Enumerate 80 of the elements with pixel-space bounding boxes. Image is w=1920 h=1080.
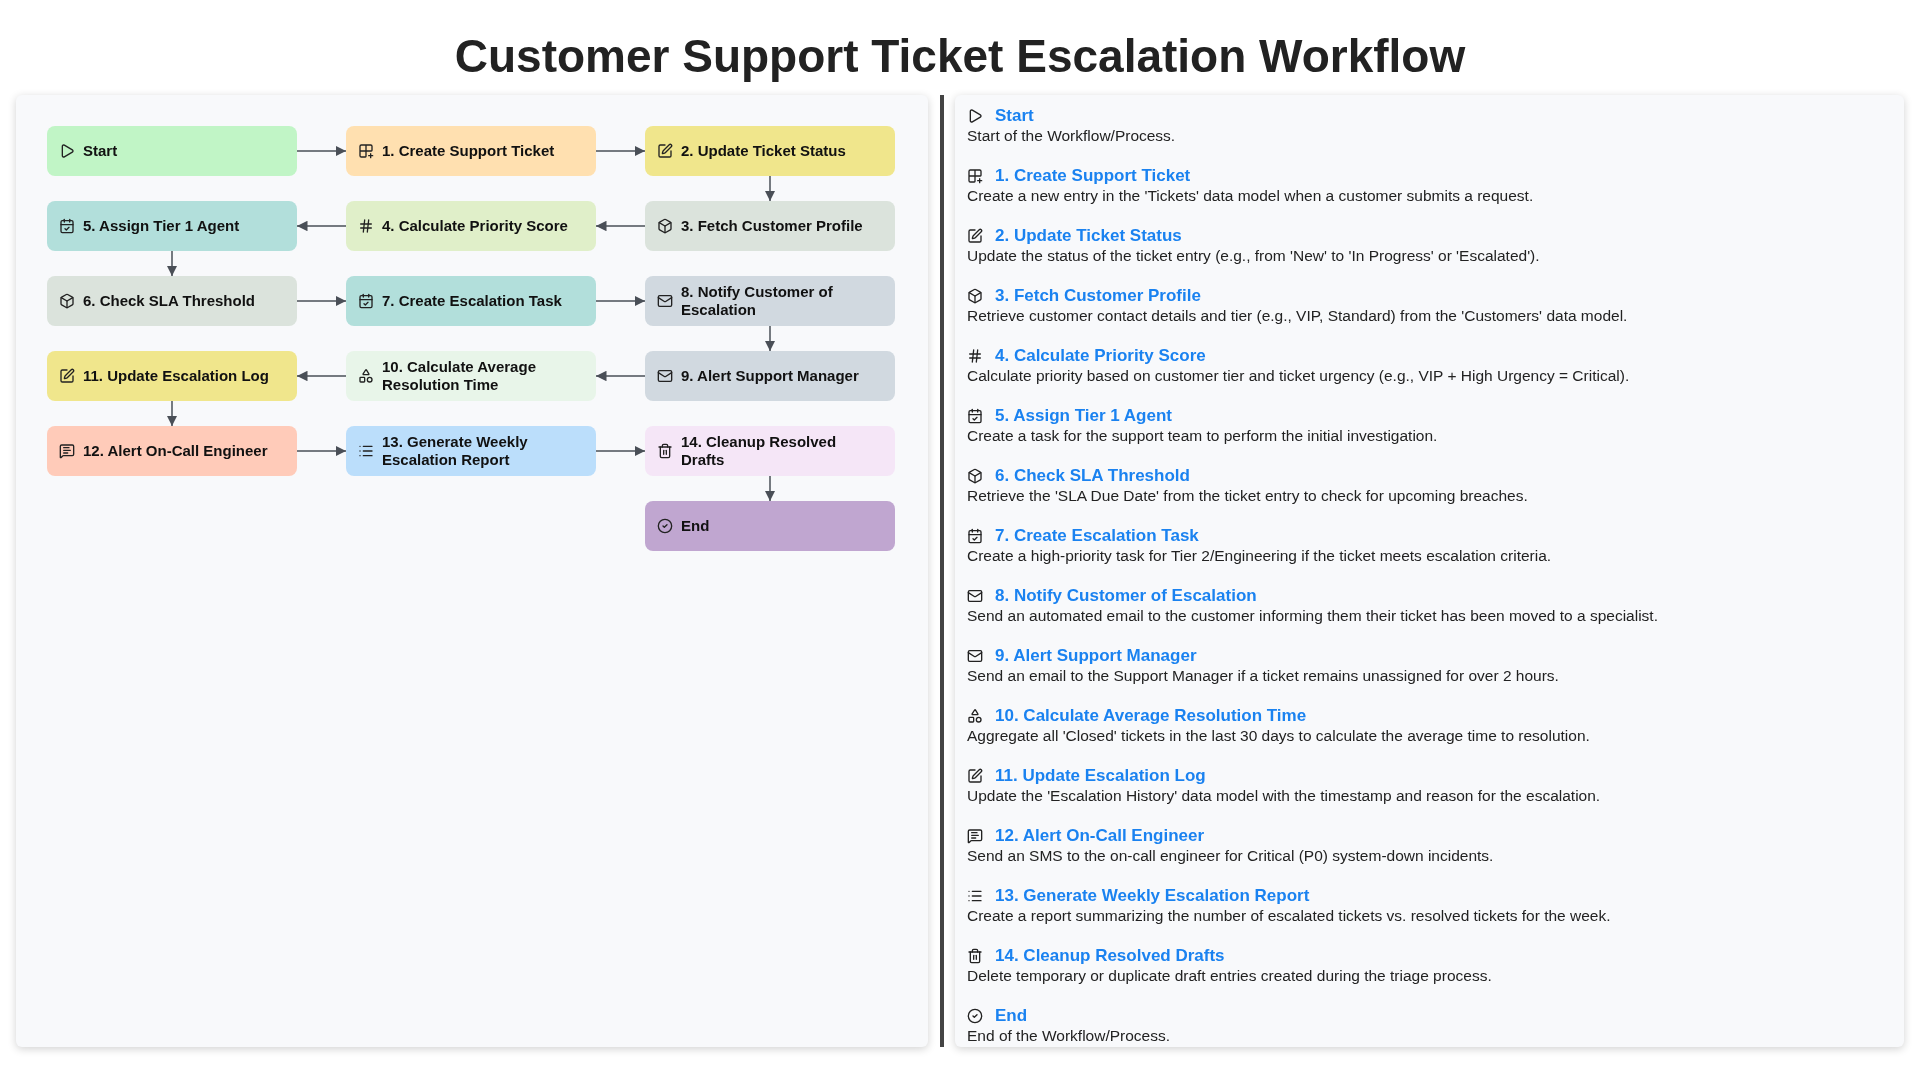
step-label: 12. Alert On-Call Engineer: [83, 442, 268, 460]
step-label: 14. Cleanup Resolved Drafts: [681, 433, 838, 469]
step-title: 2. Update Ticket Status: [995, 224, 1182, 247]
arrow: [296, 295, 347, 307]
step-label: 13. Generate Weekly Escalation Report: [382, 433, 529, 469]
arrow: [296, 220, 347, 232]
process-box: [346, 351, 596, 401]
step-label: 1. Create Support Ticket: [382, 142, 555, 160]
arrow: [296, 145, 347, 157]
arrow: [296, 445, 347, 457]
arrow: [166, 250, 178, 277]
process-box: [645, 276, 895, 326]
process-box: [346, 126, 596, 176]
step-description: Retrieve the 'SLA Due Date' from the ticket entry to check for upcoming breaches.: [967, 486, 1529, 506]
arrow: [595, 445, 646, 457]
step-description: End of the Workflow/Process.: [967, 1026, 1172, 1046]
process-box: [346, 276, 596, 326]
step-label: 2. Update Ticket Status: [681, 142, 846, 160]
step-title: End: [995, 1004, 1028, 1027]
process-box: [645, 351, 895, 401]
arrow: [296, 370, 347, 382]
step-description: Delete temporary or duplicate draft entries created during the triage process.: [967, 966, 1493, 986]
step-label: 6. Check SLA Threshold: [83, 292, 255, 310]
arrow: [595, 295, 646, 307]
step-title: 12. Alert On-Call Engineer: [995, 824, 1205, 847]
step-label: 4. Calculate Priority Score: [382, 217, 568, 235]
step-label: End: [681, 517, 710, 535]
diagram-title: Customer Support Ticket Escalation Workflow: [454, 29, 1466, 84]
step-title: 7. Create Escalation Task: [995, 524, 1199, 547]
arrow: [764, 475, 776, 502]
step-label: Start: [83, 142, 118, 160]
step-title: 8. Notify Customer of Escalation: [995, 584, 1257, 607]
step-label: 11. Update Escalation Log: [83, 367, 269, 385]
step-label: 8. Notify Customer of Escalation: [681, 283, 834, 319]
process-box: [645, 201, 895, 251]
step-title: 5. Assign Tier 1 Agent: [995, 404, 1172, 427]
arrow: [595, 370, 646, 382]
process-box: [645, 426, 895, 476]
arrow: [595, 220, 646, 232]
step-description: Create a new entry in the 'Tickets' data model when a customer submits a request.: [967, 186, 1535, 206]
step-title: 11. Update Escalation Log: [995, 764, 1206, 787]
step-description: Send an email to the Support Manager if a ticket remains unassigned for over 2 hours.: [967, 666, 1560, 686]
step-label: 10. Calculate Average Resolution Time: [382, 358, 537, 394]
arrow: [764, 175, 776, 202]
process-box: [47, 276, 297, 326]
step-label: 5. Assign Tier 1 Agent: [83, 217, 240, 235]
step-title: 9. Alert Support Manager: [995, 644, 1197, 667]
process-box: [47, 126, 297, 176]
step-description: Update the 'Escalation History' data model with the timestamp and reason for the escalation.: [967, 786, 1602, 806]
arrow: [764, 325, 776, 352]
step-description: Calculate priority based on customer tier and ticket urgency (e.g., VIP + High Urgency = Critical).: [967, 366, 1631, 386]
step-title: 6. Check SLA Threshold: [995, 464, 1190, 487]
step-title: 3. Fetch Customer Profile: [995, 284, 1201, 307]
step-description: Update the status of the ticket entry (e.g., from 'New' to 'In Progress' or 'Escalated').: [967, 246, 1541, 266]
step-title: 4. Calculate Priority Score: [995, 344, 1206, 367]
process-box: [346, 201, 596, 251]
arrow: [595, 145, 646, 157]
step-label: 3. Fetch Customer Profile: [681, 217, 863, 235]
step-description: Start of the Workflow/Process.: [967, 126, 1177, 146]
step-title: Start: [995, 104, 1034, 127]
step-title: 14. Cleanup Resolved Drafts: [995, 944, 1225, 967]
arrow: [166, 400, 178, 427]
process-box: [47, 351, 297, 401]
step-description: Aggregate all 'Closed' tickets in the last 30 days to calculate the average time to resolution.: [967, 726, 1591, 746]
step-description: Retrieve customer contact details and tier (e.g., VIP, Standard) from the 'Customers' data model.: [967, 306, 1629, 326]
step-title: 13. Generate Weekly Escalation Report: [995, 884, 1310, 907]
step-description: Create a high-priority task for Tier 2/Engineering if the ticket meets escalation criteria.: [967, 546, 1553, 566]
process-box: [645, 126, 895, 176]
step-label: 7. Create Escalation Task: [382, 292, 562, 310]
process-box: [645, 501, 895, 551]
process-box: [346, 426, 596, 476]
step-description: Create a report summarizing the number of escalated tickets vs. resolved tickets for the week.: [967, 906, 1612, 926]
step-title: 10. Calculate Average Resolution Time: [995, 704, 1307, 727]
process-box: [47, 426, 297, 476]
step-description: Create a task for the support team to perform the initial investigation.: [967, 426, 1439, 446]
step-description: Send an automated email to the customer informing them their ticket has been moved to a specialist.: [967, 606, 1659, 626]
process-box: [47, 201, 297, 251]
step-description: Send an SMS to the on-call engineer for Critical (P0) system-down incidents.: [967, 846, 1495, 866]
step-label: 9. Alert Support Manager: [681, 367, 859, 385]
step-title: 1. Create Support Ticket: [995, 164, 1191, 187]
